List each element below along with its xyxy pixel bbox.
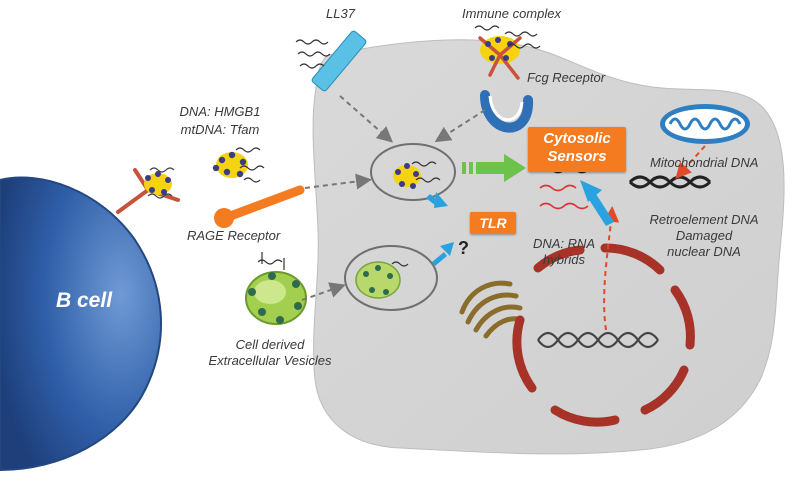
extracellular-vesicle (245, 252, 307, 325)
nuclear-dna-helix (537, 331, 659, 349)
retroelement-dna-strand (628, 175, 712, 189)
retroelement-dna-label: Retroelement DNA (649, 212, 759, 227)
upper-endosome (370, 143, 456, 201)
nucleus (512, 243, 695, 427)
ll37-label: LL37 (326, 6, 355, 21)
b-cell-bound-complex (144, 167, 175, 199)
tlr-box: TLR (470, 212, 516, 234)
tlr-arrow-lower (432, 242, 454, 266)
unknown-pathway-mark: ? (458, 238, 469, 258)
immune-complex-label: Immune complex (462, 6, 561, 21)
dna-hmgb1-label: DNA: HMGB1 (179, 104, 261, 119)
fcg-receptor-label: Fcg Receptor (527, 70, 606, 85)
dna-rna-hybrids-line-2: hybrids (543, 252, 585, 267)
host-cell-body (312, 39, 785, 455)
fcg-receptor (480, 90, 534, 133)
immune-complex (474, 25, 541, 80)
cytosolic-dna-arrow (580, 180, 614, 226)
dna-rna-hybrids-line-1: DNA: RNA (532, 236, 596, 251)
cytosolic-sensors-box: Cytosolic Sensors (528, 127, 626, 172)
rage-receptor (214, 185, 305, 228)
tlr-arrow-upper (426, 192, 448, 208)
sensor-activation-arrow (462, 154, 526, 182)
mitochondrion (660, 104, 750, 144)
damaged-nuclear-dna-line-1: Damaged (675, 228, 733, 243)
cytosolic-sensors-line-1: Cytosolic (543, 130, 611, 147)
mtdna-tfam-label: mtDNA: Tfam (180, 122, 260, 137)
lower-endosome (344, 245, 438, 311)
b-cell-body (0, 176, 162, 472)
damaged-nuclear-dna-line-2: nuclear DNA (667, 244, 741, 259)
vesicles-line-1: Cell derived (235, 337, 305, 352)
vesicles-line-2: Extracellular Vesicles (208, 353, 332, 368)
cytosolic-sensors-line-2: Sensors (547, 148, 607, 165)
uptake-arrows (301, 95, 486, 301)
mitochondrial-dna-label: Mitochondrial DNA (650, 155, 759, 170)
ll37-peptide (295, 30, 367, 92)
dna-hmgb1-complex (212, 147, 265, 183)
rage-receptor-label: RAGE Receptor (187, 228, 281, 243)
b-cell-label: B cell (56, 289, 113, 312)
